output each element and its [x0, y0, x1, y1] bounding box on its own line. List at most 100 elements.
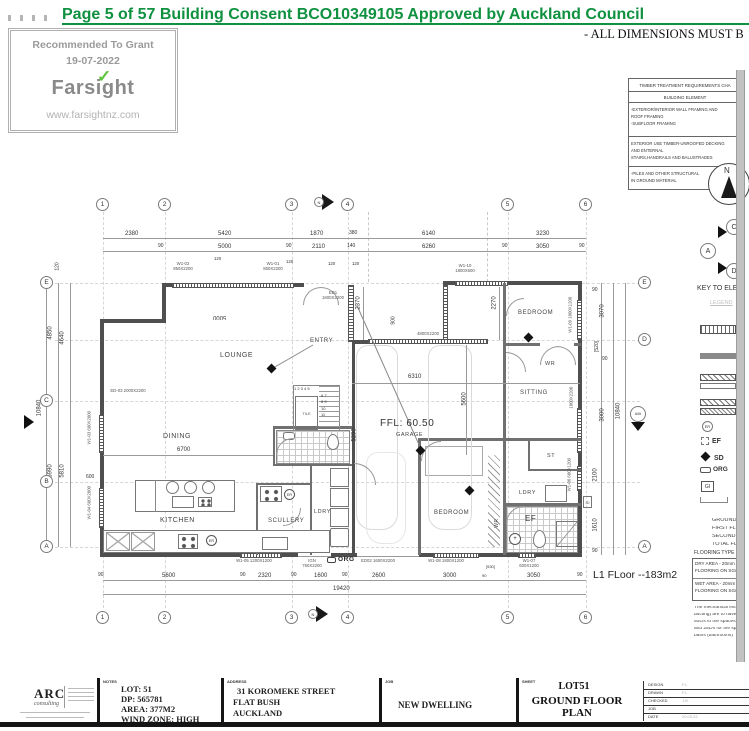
- ruler-tick: [8, 15, 11, 21]
- wall: [503, 441, 506, 555]
- dim-label: 90: [602, 356, 608, 362]
- driveway-line: [368, 212, 369, 282]
- titleblock-divider: [516, 678, 519, 722]
- sheet-lot: LOT51: [558, 681, 590, 692]
- dimension-line: [103, 238, 586, 239]
- dim-label: 90: [291, 572, 297, 578]
- titleblock-divider: [221, 678, 224, 722]
- legend-hatch-symbol: [700, 399, 736, 406]
- elevation-arrow-icon: [718, 226, 727, 238]
- grid-line: [348, 212, 349, 608]
- section-marker-arrow: [24, 415, 34, 429]
- north-needle: [721, 176, 737, 198]
- legend-crosshatch-symbol: [700, 408, 736, 415]
- car-outline: [428, 345, 472, 530]
- cooktop: [260, 486, 282, 502]
- sheet-name: GROUND FLOOR PLAN: [531, 695, 623, 719]
- gi-symbol: GI: [701, 481, 714, 492]
- wall: [528, 438, 530, 471]
- dim-label: 120: [286, 259, 294, 264]
- opening-label: W1-03 600X2000: [86, 410, 92, 445]
- wall: [418, 438, 421, 555]
- mech-note-line: and 25L/s for the spaces: [694, 627, 744, 631]
- room-label-dining: DINING: [163, 433, 192, 440]
- grid-line: [586, 212, 587, 608]
- door-arc: [557, 346, 576, 365]
- wall: [528, 469, 581, 471]
- north-letter: N: [724, 166, 730, 175]
- timber-table-row: EXTERIOR USE TIMBER-UNROOFED DECKING AND…: [629, 137, 741, 167]
- dim-label: 6700: [177, 447, 191, 453]
- address-line3: AUCKLAND: [233, 708, 283, 718]
- dim-label: 90: [482, 573, 487, 578]
- door-arc: [506, 352, 526, 372]
- ruler-tick: [32, 15, 35, 21]
- window-hatch: [240, 553, 282, 558]
- room-label-ldry: LDRY: [519, 490, 536, 496]
- grid-line: [292, 212, 293, 608]
- grid-bubble-1: 1: [96, 611, 109, 624]
- divider: [693, 578, 741, 579]
- dim-label: 3230: [536, 231, 550, 237]
- opening-label: W1-08 1800X1200: [428, 558, 464, 563]
- dim-label: 5420: [218, 231, 232, 237]
- sheet-border: [0, 722, 749, 727]
- laundry-tub: [545, 485, 567, 502]
- dim-label: 90: [592, 287, 598, 293]
- window-hatch: [433, 553, 479, 558]
- mech-note-line: baths (bathrooms): [694, 634, 733, 638]
- dim-label: 120: [214, 256, 222, 261]
- wardrobe-zigzag: [488, 455, 500, 547]
- wall: [418, 438, 581, 441]
- mech-note-line: 50L/s to the spaces conta: [694, 620, 744, 624]
- info-row-value: 20.03.22: [682, 714, 698, 719]
- dim-label: 6310: [408, 374, 422, 380]
- room-label-sitting: SITTING: [520, 390, 548, 396]
- timber-table-header: BUILDING ELEMENT: [629, 92, 741, 103]
- wall: [352, 344, 355, 555]
- dim-label: 380: [349, 230, 358, 236]
- sd-label: SD: [714, 455, 724, 462]
- dim-label: 600: [86, 474, 95, 480]
- dim-label: [530]: [486, 564, 495, 569]
- dim-label: 2600: [372, 573, 386, 579]
- opening-label: 1800X2200: [568, 386, 574, 409]
- flooring-dry-line: FLOORING ON SG/L H1: [695, 569, 740, 573]
- dim-label: 4640: [59, 331, 66, 345]
- legend-title: LEGEND: [710, 300, 733, 306]
- grid-bubble-e: E: [638, 276, 651, 289]
- window-hatch: [577, 466, 582, 491]
- opening-label: IGN 760X2200: [302, 558, 322, 569]
- cooktop: [198, 497, 212, 507]
- room-label-wr: WR: [493, 518, 500, 528]
- titleblock-divider: [379, 678, 382, 722]
- stair-treads: [319, 386, 340, 434]
- opening-label: W1-01 850X2200: [263, 261, 283, 272]
- washer: [330, 528, 349, 547]
- stool: [166, 481, 179, 494]
- dim-label-total: 19420: [333, 586, 350, 592]
- dim-label: 120: [352, 261, 360, 266]
- info-row-label: DRAWN: [648, 690, 663, 695]
- appliance: [330, 488, 349, 507]
- cooktop: [178, 534, 198, 549]
- bracket-symbol: [700, 497, 728, 503]
- dimension-line: [466, 345, 467, 455]
- dim-label: 5810: [59, 464, 66, 478]
- driveway-line: [487, 212, 488, 282]
- cabinet: [106, 532, 130, 551]
- dim-label: 90: [502, 243, 508, 249]
- dim-label: 6140: [422, 231, 436, 237]
- titleblock-divider: [97, 678, 100, 722]
- section-marker-arrow: [631, 422, 645, 431]
- opening-label: ED02 1600X2200: [361, 558, 395, 563]
- grid-bubble-b: B: [40, 475, 53, 488]
- dimension-line: [103, 251, 586, 252]
- grid-line: [55, 401, 640, 402]
- grid-line: [55, 547, 640, 548]
- logo-divider: [64, 686, 65, 708]
- dim-label: 5290: [351, 428, 358, 442]
- north-arrow-icon: [316, 606, 328, 622]
- grid-bubble-e: E: [40, 276, 53, 289]
- fine-print-line: [68, 696, 94, 697]
